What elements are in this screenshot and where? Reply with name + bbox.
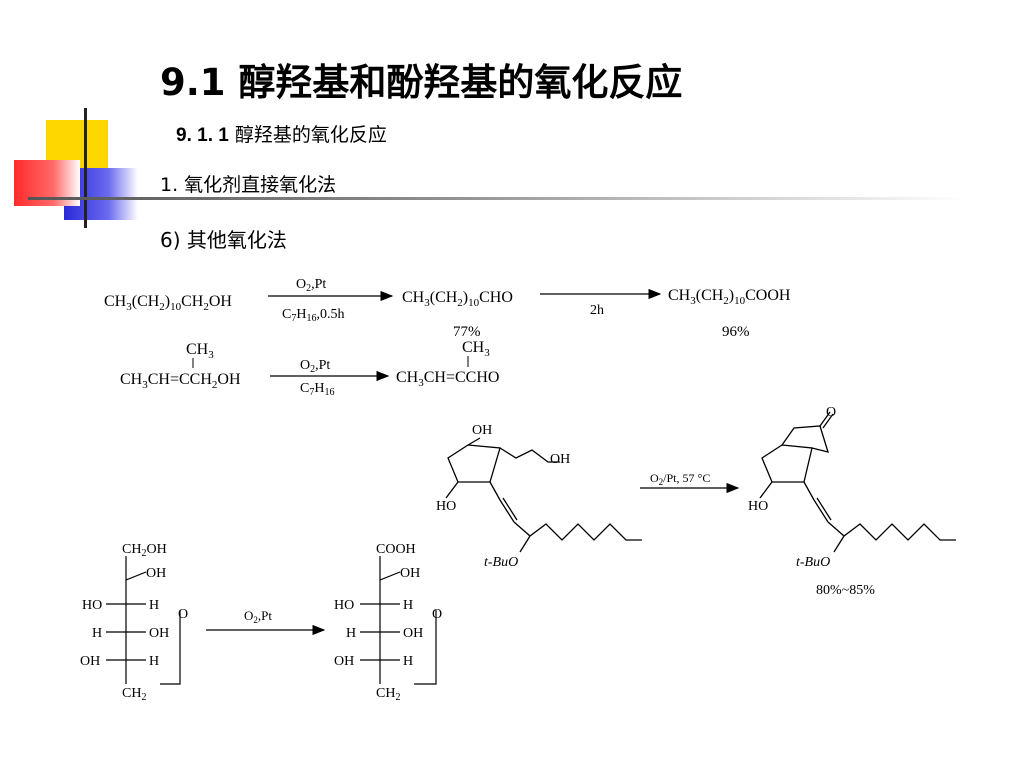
method-heading: 6) 其他氧化法 (160, 228, 287, 252)
r4-r-row4-left: OH (80, 654, 100, 669)
section-subtitle: 9. 1. 1 醇羟基的氧化反应 (176, 120, 387, 147)
r4-reactant-structure (106, 556, 181, 685)
r1-reagent-bottom: C7H16,0.5h (282, 307, 344, 324)
r4-p-row2-right: H (403, 598, 413, 613)
r3-product-structure (759, 411, 956, 553)
r4-r-row3-left: H (92, 626, 102, 641)
r4-r-row1-right: OH (146, 566, 166, 581)
decor-horizontal-line (28, 197, 968, 200)
r4-reactant-top: CH2OH (122, 542, 167, 559)
r4-r-row4-right: H (149, 654, 159, 669)
r4-condition: O2,Pt (244, 608, 272, 625)
r3-ketone-o: O (826, 405, 836, 420)
r2-product-substituent: CH3 (462, 339, 490, 359)
r2-product: CH3CH=CCHO (396, 369, 499, 389)
r4-p-row4-right: H (403, 654, 413, 669)
r1-condition2: 2h (590, 303, 604, 318)
r3-oh-chain: OH (550, 452, 570, 467)
r3-ho: HO (436, 499, 456, 514)
r2-reactant: CH3CH=CCH2OH (120, 371, 241, 391)
r4-p-ring-o: O (432, 607, 442, 622)
r1-yield2: 96% (722, 324, 750, 340)
r2-reagent-top: O2,Pt (300, 358, 330, 375)
r1-reactant: CH3(CH2)10CH2OH (104, 293, 232, 313)
r3-product-tbuo: t-BuO (796, 555, 830, 570)
r1-yield1: 77% (453, 324, 481, 340)
r2-reagent-bottom: C7H16 (300, 381, 334, 398)
r4-p-row1-right: OH (400, 566, 420, 581)
r1-reagent-top: O2,Pt (296, 277, 326, 294)
r4-r-row2-left: HO (82, 598, 102, 613)
r4-r-ring-o: O (178, 607, 188, 622)
r4-product-structure (360, 556, 437, 685)
r4-p-row4-left: OH (334, 654, 354, 669)
r1-product: CH3(CH2)10COOH (668, 287, 791, 307)
r3-yield: 80%~85% (816, 583, 875, 598)
r4-p-row3-left: H (346, 626, 356, 641)
r2-substituent: CH3 (186, 341, 214, 361)
subtitle-number: 9. 1. 1 (176, 125, 229, 146)
r3-reactant-structure (445, 437, 642, 553)
decor-vertical-line (84, 108, 87, 228)
r4-r-row2-right: H (149, 598, 159, 613)
r3-condition: O2/Pt, 57 °C (650, 471, 710, 487)
page-title: 9.1 醇羟基和酚羟基的氧化反应 (160, 61, 683, 104)
r3-product-ho: HO (748, 499, 768, 514)
subtitle-text: 醇羟基的氧化反应 (234, 124, 387, 146)
r4-product-top: COOH (376, 542, 416, 557)
r1-intermediate: CH3(CH2)10CHO (402, 289, 513, 309)
r4-r-bottom: CH2 (122, 686, 146, 703)
r4-p-row2-left: HO (334, 598, 354, 613)
r4-p-row3-right: OH (403, 626, 423, 641)
r3-oh-top: OH (472, 423, 492, 438)
r3-tbuo: t-BuO (484, 555, 518, 570)
section-heading: 1. 氧化剂直接氧化法 (160, 174, 337, 196)
r4-p-bottom: CH2 (376, 686, 400, 703)
r4-r-row3-right: OH (149, 626, 169, 641)
